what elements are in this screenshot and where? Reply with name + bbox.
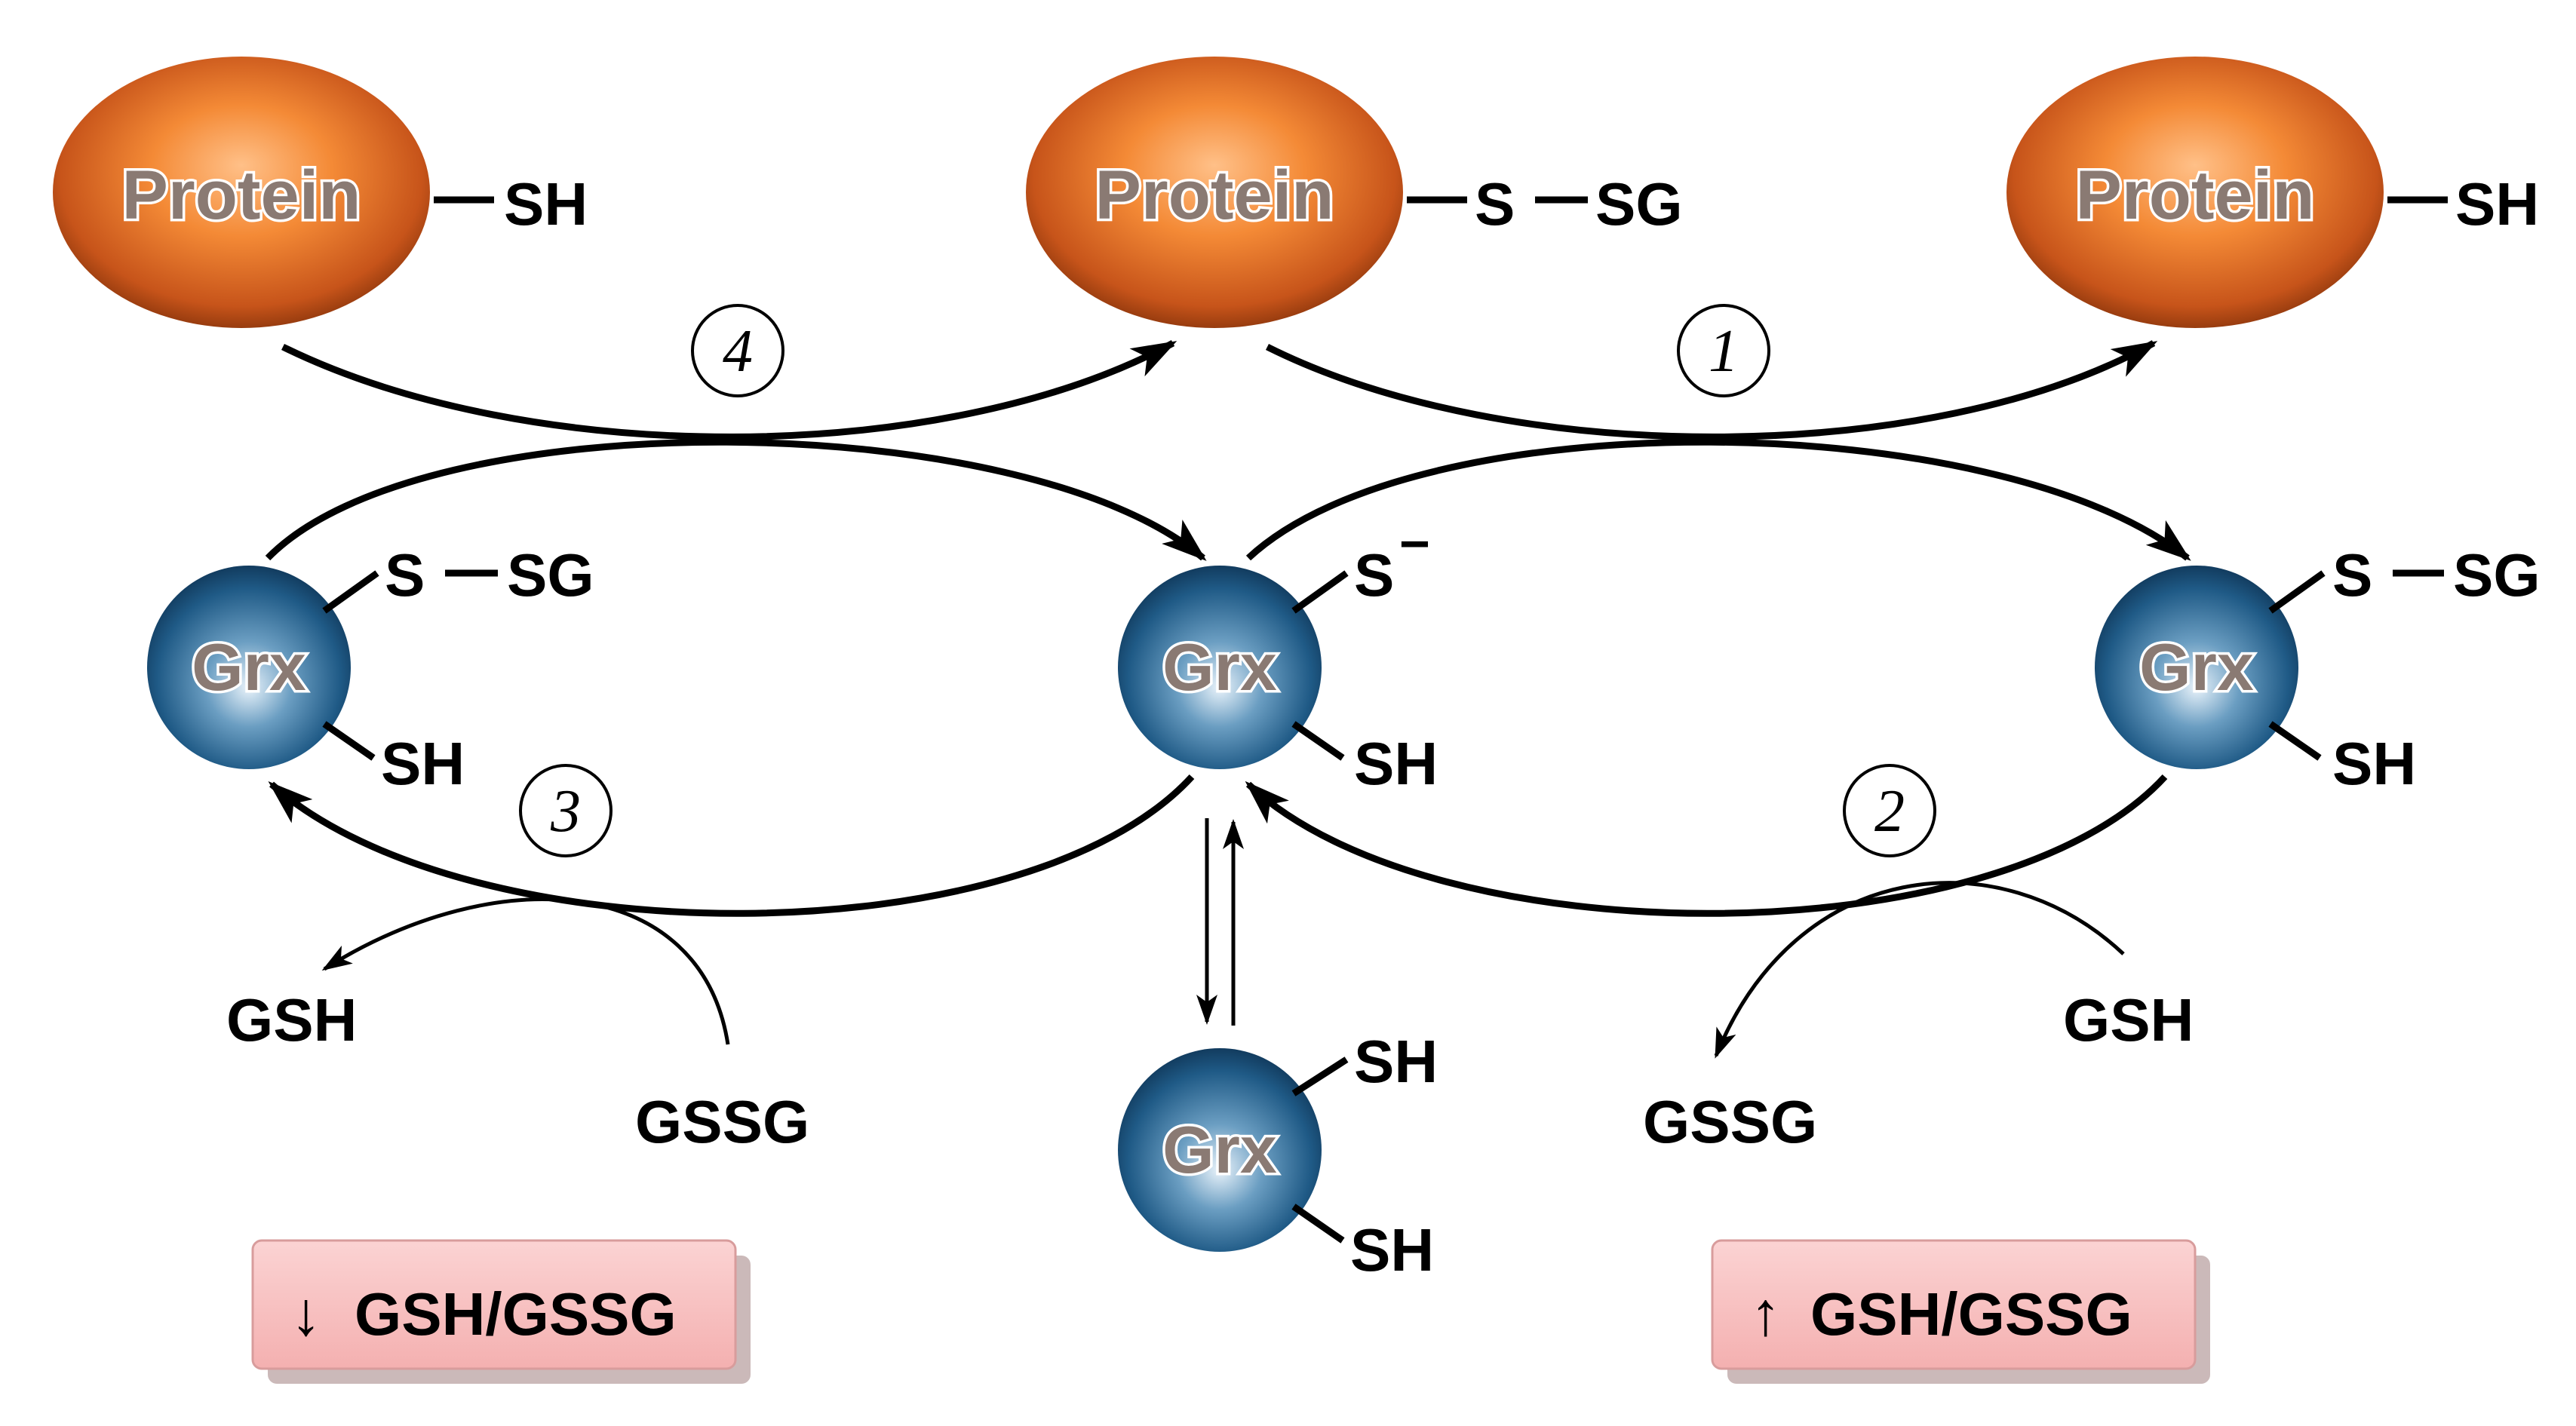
- ratio-increase-arrow: ↑: [1750, 1280, 1781, 1348]
- grx-thiol-group-top: SH: [1354, 1028, 1438, 1095]
- protein-label: Protein: [1095, 157, 1334, 234]
- grx-glutathione-group: SG: [507, 541, 594, 609]
- arrow-right-gsh-to-gssg: [1714, 881, 2125, 1059]
- negative-charge: −: [1399, 514, 1430, 573]
- arrow-step-2-grx: [1245, 774, 2168, 917]
- grx-s-atom: S: [2332, 541, 2372, 609]
- protein-s-atom: S: [1475, 170, 1515, 238]
- step-1: 1: [1677, 304, 1770, 397]
- left-gssg-label: GSSG: [635, 1088, 809, 1155]
- bond-line: [1291, 1204, 1345, 1244]
- grx-s-sg-left: Grx S SG SH: [147, 541, 594, 797]
- bond-line: [322, 721, 376, 761]
- protein-thiol-group: SH: [504, 170, 588, 238]
- grx-reduced-bottom: Grx SH SH: [1118, 1028, 1438, 1283]
- step-3-label: 3: [550, 778, 581, 845]
- grx-label: Grx: [1162, 630, 1277, 704]
- step-4: 4: [691, 304, 784, 397]
- right-gssg-label: GSSG: [1643, 1088, 1817, 1155]
- step-1-label: 1: [1709, 318, 1739, 385]
- grx-thiolate-center: Grx S − SH: [1118, 514, 1438, 797]
- left-gsh-label: GSH: [226, 986, 357, 1053]
- bond-line: [1291, 570, 1349, 614]
- step-2: 2: [1843, 764, 1936, 857]
- protein-label: Protein: [2076, 157, 2315, 234]
- arrow-step-3-to-center: [265, 438, 1207, 561]
- grx-sphere: [2095, 566, 2298, 769]
- protein-oval: [53, 57, 430, 328]
- grx-glutathione-group: SG: [2453, 541, 2541, 609]
- protein-thiol-group: SH: [2455, 170, 2539, 238]
- protein-s-sg-center: Protein S SG: [1026, 57, 1683, 328]
- arrow-step-3-grx: [268, 774, 1195, 917]
- bond-line: [322, 570, 379, 614]
- grx-thiol-group: SH: [1354, 730, 1438, 797]
- grx-sphere: [147, 566, 351, 769]
- protein-sh-left: Protein SH: [53, 57, 588, 328]
- grx-s-atom: S: [385, 541, 425, 609]
- arrow-step-1-grx: [1245, 438, 2191, 561]
- grx-thiol-group-bottom: SH: [1350, 1216, 1434, 1283]
- protein-oval: [1026, 57, 1403, 328]
- reaction-arrows: [265, 340, 2191, 917]
- grx-thiol-group: SH: [381, 730, 465, 797]
- grx-sphere: [1118, 566, 1322, 769]
- ratio-decrease-arrow: ↓: [290, 1280, 321, 1348]
- metabolite-arrows: [321, 881, 2125, 1059]
- equilibrium-arrows: [1196, 818, 1244, 1026]
- protein-label: Protein: [122, 157, 361, 234]
- ratio-box-left: ↓ GSH/GSSG: [251, 1239, 751, 1384]
- bond-line: [2268, 570, 2326, 614]
- ratio-box-right: ↑ GSH/GSSG: [1711, 1239, 2210, 1384]
- arrow-step-4-protein: [281, 340, 1177, 440]
- grx-label: Grx: [192, 630, 306, 704]
- grx-sphere: [1118, 1048, 1322, 1252]
- arrow-left-gssg-to-gsh: [321, 897, 730, 1045]
- grx-label: Grx: [1162, 1112, 1277, 1187]
- protein-glutathione-group: SG: [1595, 170, 1683, 238]
- ratio-text: GSH/GSSG: [355, 1280, 677, 1348]
- grx-label: Grx: [2139, 630, 2254, 704]
- protein-sh-right: Protein SH: [2006, 57, 2539, 328]
- right-gsh-label: GSH: [2063, 986, 2194, 1053]
- grx-thiolate-atom: S: [1354, 541, 1394, 609]
- step-labels: 4 1 3 2: [519, 304, 1936, 857]
- bond-line: [1291, 1056, 1349, 1096]
- grx-thiol-group: SH: [2332, 730, 2416, 797]
- step-4-label: 4: [723, 318, 753, 385]
- bond-line: [2268, 721, 2322, 761]
- step-3: 3: [519, 764, 613, 857]
- arrow-step-1-protein: [1265, 340, 2158, 440]
- bond-line: [1291, 721, 1345, 761]
- ratio-text: GSH/GSSG: [1810, 1280, 2132, 1348]
- step-2-label: 2: [1874, 778, 1905, 845]
- grx-s-sg-right: Grx S SG SH: [2095, 541, 2541, 797]
- protein-oval: [2006, 57, 2384, 328]
